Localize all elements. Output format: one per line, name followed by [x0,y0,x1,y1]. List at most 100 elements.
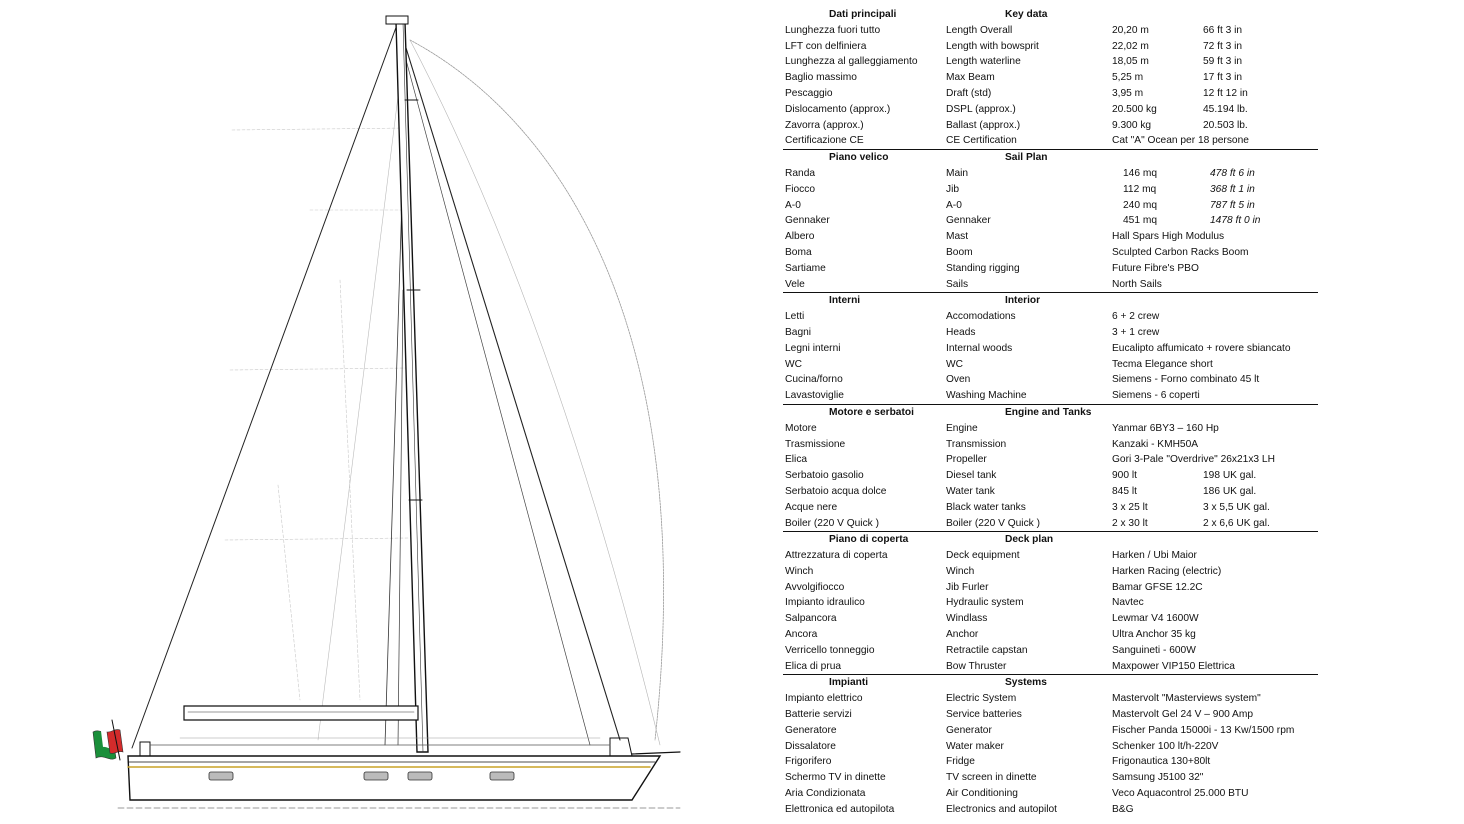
label-italian: Batterie servizi [785,709,852,721]
label-english: A-0 [946,199,962,211]
section-divider [783,403,1318,405]
spec-value: Frigonautica 130+80lt [1112,756,1211,768]
label-english: Anchor [946,629,979,641]
label-english: Jib Furler [946,581,989,593]
label-italian: Dislocamento (approx.) [785,103,891,115]
label-english: Electronics and autopilot [946,803,1057,815]
value-metric: 146 mq [1123,167,1157,179]
label-italian: Vele [785,278,805,290]
label-english: Engine [946,422,978,434]
value-metric: 845 lt [1112,485,1137,497]
spec-value: Schenker 100 lt/h-220V [1112,740,1219,752]
label-english: Oven [946,374,971,386]
spec-value: Future Fibre's PBO [1112,262,1199,274]
spec-value: Siemens - Forno combinato 45 lt [1112,374,1260,386]
spec-value: Harken Racing (electric) [1112,565,1222,577]
label-english: Internal woods [946,342,1013,354]
label-english: Sails [946,278,969,290]
value-imperial: 186 UK gal. [1203,485,1257,497]
spec-value: Gori 3-Pale "Overdrive" 26x21x3 LH [1112,454,1275,466]
label-english: Bow Thruster [946,660,1007,672]
spec-value: Mastervolt "Masterviews system" [1112,693,1261,705]
spec-value: 6 + 2 crew [1112,311,1160,323]
label-english: DSPL (approx.) [946,103,1016,115]
label-italian: Elica [785,454,808,466]
section-title-it: Impianti [829,677,869,689]
label-english: Boiler (220 V Quick ) [946,517,1040,529]
section-title-en: Interior [1005,295,1041,307]
label-italian: Lunghezza al galleggiamento [785,56,918,68]
value-imperial: 72 ft 3 in [1203,40,1243,52]
spec-value: Sculpted Carbon Racks Boom [1112,246,1249,258]
value-imperial: 198 UK gal. [1203,470,1257,482]
value-metric: 3 x 25 lt [1112,501,1148,513]
label-english: Windlass [946,613,988,625]
label-english: Water maker [946,740,1004,752]
label-english: Water tank [946,485,995,497]
spec-row: Zavorra (approx.)Ballast (approx.)9.300 … [783,118,1318,134]
value-metric: 240 mq [1123,199,1157,211]
label-italian: Sartiame [785,262,826,274]
label-english: Gennaker [946,215,991,227]
hull [127,755,662,801]
label-italian: Certificazione CE [785,135,864,147]
backstay [131,21,399,749]
section-divider [783,149,1318,151]
value-imperial: 368 ft 1 in [1210,183,1255,195]
value-imperial: 478 ft 6 in [1210,167,1255,179]
label-italian: Albero [785,231,815,243]
spec-value: 3 + 1 crew [1112,326,1160,338]
spec-value: Kanzaki - KMH50A [1112,438,1199,450]
spec-value: Mastervolt Gel 24 V – 900 Amp [1112,709,1253,721]
label-italian: Acque nere [785,501,838,513]
spec-value: B&G [1112,803,1134,815]
spec-value: Eucalipto affumicato + rovere sbiancato [1112,342,1291,354]
label-english: Deck equipment [946,550,1020,562]
label-english: Length Overall [946,24,1013,36]
value-metric: 22,02 m [1112,40,1149,52]
spec-value: Navtec [1112,597,1144,609]
value-metric: 3,95 m [1112,87,1144,99]
label-english: Jib [946,183,960,195]
label-italian: Avvolgifiocco [785,581,845,593]
value-metric: 112 mq [1123,183,1157,195]
forestay [397,21,621,741]
mast [395,21,429,753]
spec-row: Boiler (220 V Quick )Boiler (220 V Quick… [783,516,1318,532]
spec-value: Ultra Anchor 35 kg [1112,629,1196,641]
label-english: Electric System [946,693,1017,705]
spec-value: Harken / Ubi Maior [1112,550,1197,562]
value-metric: 5,25 m [1112,72,1144,84]
value-metric: 9.300 kg [1112,119,1152,131]
label-english: Max Beam [946,72,995,84]
label-english: Boom [946,246,973,258]
boom [183,705,419,721]
label-italian: Frigorifero [785,756,832,768]
spec-value: Maxpower VIP150 Elettrica [1112,660,1235,672]
value-imperial: 45.194 lb. [1203,103,1248,115]
gennaker-outline [409,39,664,741]
value-imperial: 12 ft 12 in [1203,87,1248,99]
label-italian: Aria Condizionata [785,788,866,800]
